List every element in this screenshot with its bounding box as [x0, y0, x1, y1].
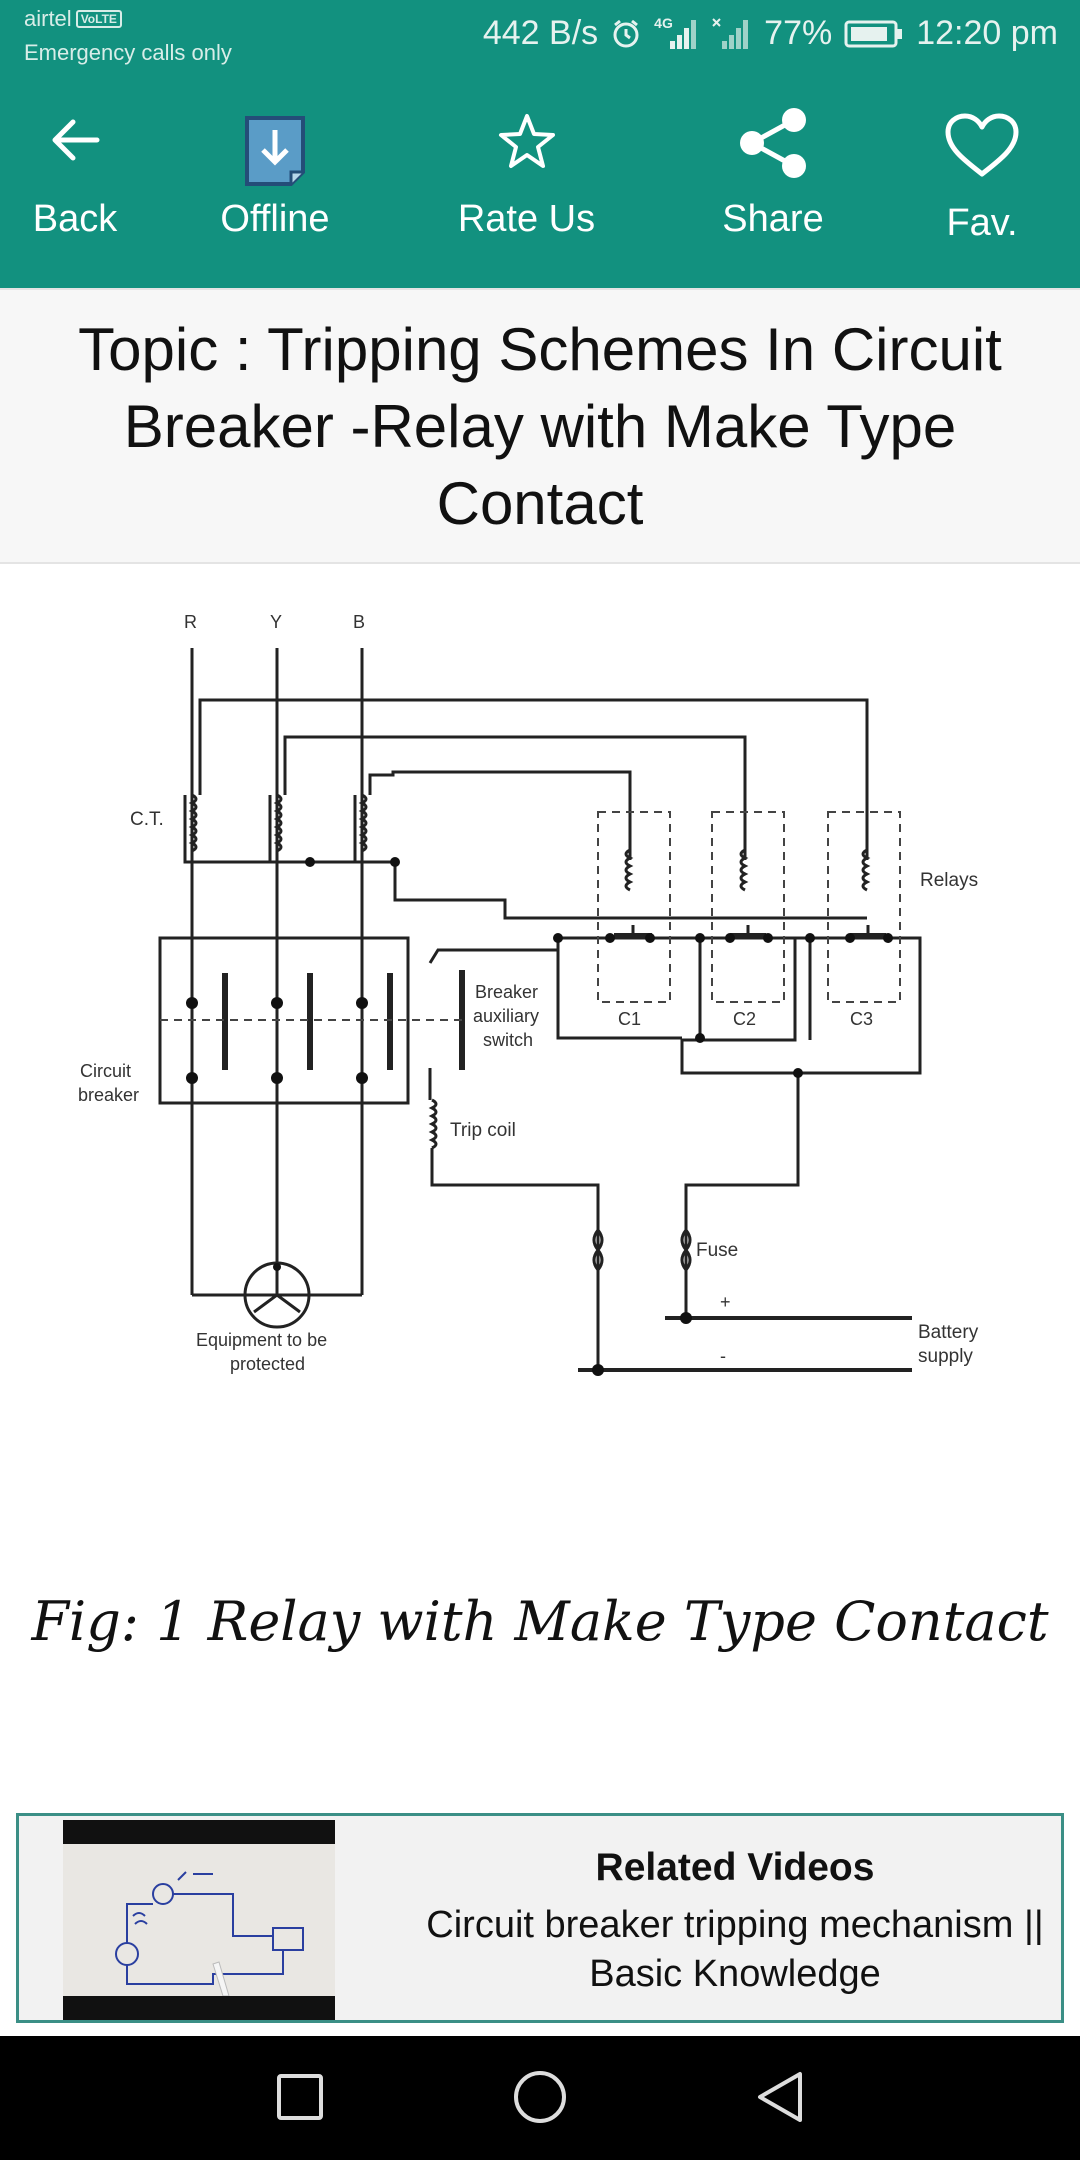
related-video-title[interactable]: Circuit breaker tripping mechanism || Ba…	[426, 1904, 1044, 1995]
recents-button[interactable]	[276, 2062, 326, 2137]
label-aux-2: auxiliary	[473, 1006, 539, 1026]
square-icon	[277, 2074, 323, 2120]
volte-badge: VoLTE	[75, 10, 122, 28]
star-icon	[497, 112, 557, 177]
label-plus: +	[720, 1292, 731, 1312]
label-trip-coil: Trip coil	[450, 1120, 516, 1141]
related-videos-title: Related Videos	[595, 1846, 875, 1889]
label-fuse: Fuse	[696, 1240, 738, 1261]
thumbnail-paper	[63, 1844, 335, 1997]
carrier-label: airtel	[24, 6, 72, 31]
label-relays: Relays	[920, 870, 978, 891]
circle-icon	[514, 2071, 566, 2123]
fav-label: Fav.	[946, 202, 1018, 244]
related-videos-card[interactable]: Related Videos Circuit breaker tripping …	[16, 1813, 1064, 2023]
back-button[interactable]: Back	[10, 72, 140, 288]
label-circuit-breaker-1: Circuit	[80, 1061, 131, 1081]
label-aux-3: switch	[483, 1030, 533, 1050]
triangle-back-icon	[758, 2072, 802, 2122]
share-label: Share	[722, 198, 824, 240]
video-thumbnail[interactable]	[63, 1820, 335, 2020]
label-c2: C2	[733, 1009, 756, 1029]
heart-icon	[944, 112, 1020, 185]
label-battery-2: supply	[918, 1346, 973, 1367]
status-indicators: 442 B/s 4G 77% 12:20 pm	[483, 14, 1058, 53]
label-phase-y: Y	[270, 612, 282, 632]
thumbnail-sketch	[115, 1871, 304, 1997]
signal-icon	[712, 17, 752, 51]
arrow-left-icon	[47, 112, 103, 173]
rate-us-button[interactable]: Rate Us	[440, 72, 613, 288]
back-label: Back	[32, 198, 118, 240]
network-type: 4G	[654, 14, 673, 31]
label-battery-1: Battery	[918, 1322, 979, 1343]
emergency-calls-label: Emergency calls only	[24, 40, 232, 65]
alarm-icon	[610, 18, 642, 50]
label-aux-1: Breaker	[475, 982, 538, 1002]
share-button[interactable]: Share	[700, 72, 846, 288]
label-phase-r: R	[184, 612, 197, 632]
label-ct: C.T.	[130, 809, 164, 830]
home-button[interactable]	[510, 2062, 570, 2137]
label-phase-b: B	[353, 612, 365, 632]
battery-icon	[844, 19, 904, 49]
battery-percent: 77%	[764, 14, 833, 52]
offline-button[interactable]: Offline	[195, 72, 355, 288]
label-circuit-breaker-2: breaker	[78, 1085, 139, 1105]
label-equipment-1: Equipment to be	[196, 1330, 327, 1350]
navigation-bar	[0, 2036, 1080, 2160]
rate-us-label: Rate Us	[457, 198, 596, 240]
circuit-diagram: R Y B C.T. Relays Circuit breaker Breake…	[78, 612, 979, 1376]
signal-icon: 4G	[654, 14, 700, 51]
label-equipment-2: protected	[230, 1354, 305, 1374]
share-icon	[736, 106, 810, 185]
figure-caption: Fig: 1 Relay with Make Type Contact	[31, 1590, 1049, 1653]
label-minus: -	[720, 1346, 726, 1366]
toolbar: Back Offline Rate Us Share Fav.	[0, 72, 1080, 288]
back-nav-button[interactable]	[752, 2062, 808, 2137]
label-c3: C3	[850, 1009, 873, 1029]
clock: 12:20 pm	[916, 14, 1058, 52]
favourite-button[interactable]: Fav.	[930, 72, 1034, 288]
download-file-icon	[243, 114, 307, 191]
net-speed: 442 B/s	[482, 14, 599, 52]
offline-label: Offline	[220, 198, 330, 240]
topic-header: Topic : Tripping Schemes In Circuit Brea…	[0, 288, 1080, 564]
label-c1: C1	[618, 1009, 641, 1029]
topic-title: Topic : Tripping Schemes In Circuit Brea…	[78, 315, 1002, 537]
